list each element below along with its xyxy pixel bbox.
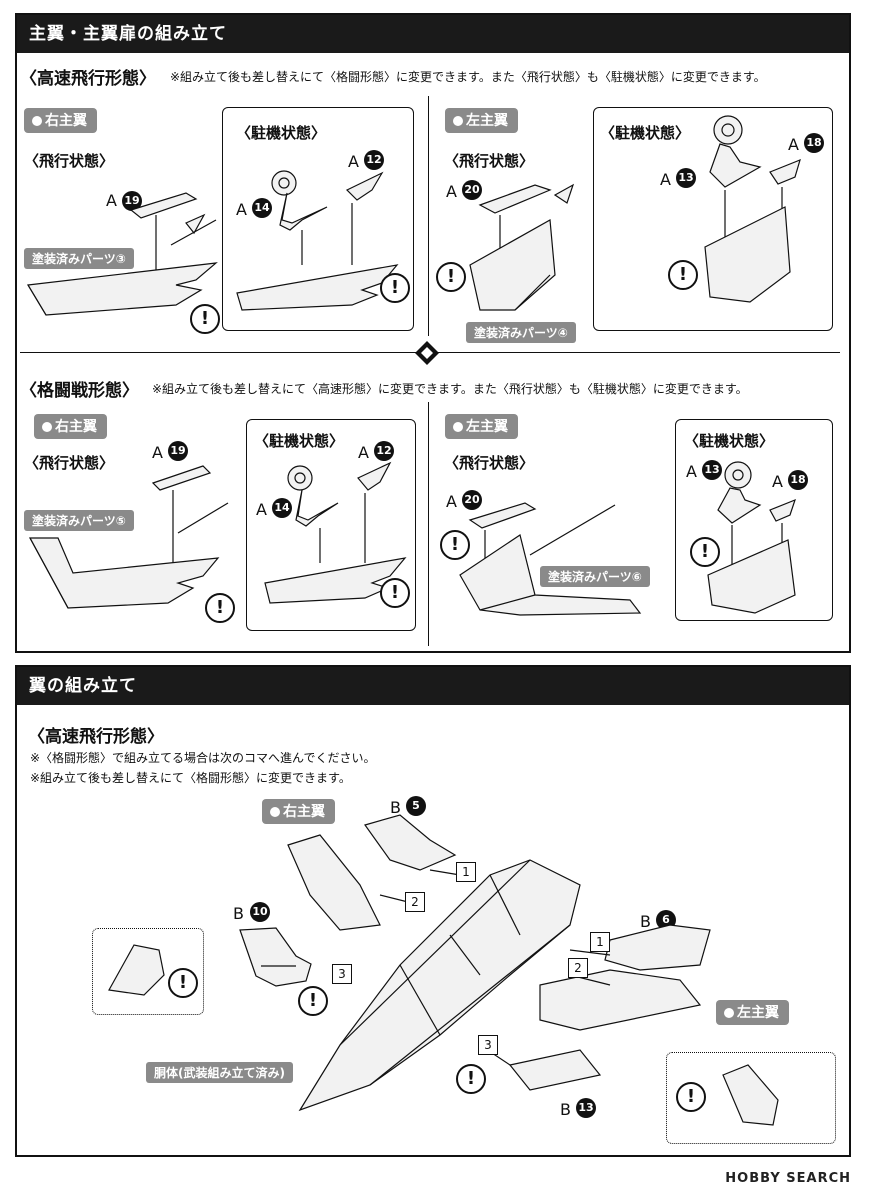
part-number-badge: 19 (168, 441, 188, 461)
part-prefix: A (152, 443, 163, 462)
warning-icon: ! (668, 260, 698, 290)
part-number-badge: 18 (788, 470, 808, 490)
warning-icon: ! (205, 593, 235, 623)
part-prefix: A (446, 182, 457, 201)
left-wing-combat-drawing (459, 502, 642, 616)
step-marker: 3 (478, 1035, 498, 1055)
step-marker: 3 (332, 964, 352, 984)
painted-parts-label: 塗装済みパーツ⑤ (24, 510, 134, 531)
painted-parts-label: 塗装済みパーツ③ (24, 248, 134, 269)
swap-diamond-icon (415, 341, 439, 365)
part-number-badge: 14 (252, 198, 272, 218)
part-prefix: B (233, 904, 244, 923)
flight-state-label: 〈飛行状態〉 (24, 152, 115, 170)
wing-assembly-section: 主翼・主翼扉の組み立て (15, 13, 851, 653)
warning-icon: ! (168, 968, 198, 998)
flight-state-label: 〈飛行状態〉 (24, 454, 115, 472)
instruction-note: ※〈格闘形態〉で組み立てる場合は次のコマへ進んでください。 (30, 751, 376, 765)
painted-parts-label: 塗装済みパーツ⑥ (540, 566, 650, 587)
left-wing-label: 左主翼 (445, 414, 518, 439)
warning-icon: ! (380, 273, 410, 303)
part-prefix: A (686, 462, 697, 481)
part-prefix: A (236, 200, 247, 219)
part-prefix: A (660, 170, 671, 189)
right-wing-label: 右主翼 (262, 799, 335, 824)
step-marker: 1 (590, 932, 610, 952)
watermark: HOBBY SEARCH (725, 1171, 851, 1186)
warning-icon: ! (456, 1064, 486, 1094)
detail-inset-drawing (108, 944, 165, 996)
parked-state-label: 〈駐機状態〉 (684, 432, 775, 450)
right-wing-label: 右主翼 (34, 414, 107, 439)
part-number-badge: 19 (122, 191, 142, 211)
part-number-badge: 13 (576, 1098, 596, 1118)
step-marker: 2 (405, 892, 425, 912)
part-prefix: A (772, 472, 783, 491)
section-title: 主翼・主翼扉の組み立て (17, 15, 849, 53)
right-wing-parked-drawing (236, 170, 399, 311)
part-prefix: B (390, 798, 401, 817)
body-label: 胴体(武装組み立て済み) (146, 1062, 293, 1083)
parked-state-label: 〈駐機状態〉 (254, 432, 345, 450)
part-number-badge: 20 (462, 180, 482, 200)
mode-label-high-speed: 〈高速飛行形態〉 (20, 69, 156, 89)
part-prefix: A (348, 152, 359, 171)
mode-label-combat: 〈格闘戦形態〉 (20, 381, 139, 401)
warning-icon: ! (690, 537, 720, 567)
warning-icon: ! (676, 1082, 706, 1112)
part-number-badge: 14 (272, 498, 292, 518)
wing-build-section: 翼の組み立て (15, 665, 851, 1157)
part-number-badge: 18 (804, 133, 824, 153)
part-number-badge: 12 (374, 441, 394, 461)
parked-state-label: 〈駐機状態〉 (236, 124, 327, 142)
parked-state-label: 〈駐機状態〉 (600, 124, 691, 142)
detail-inset-drawing (722, 1064, 779, 1126)
left-wing-label: 左主翼 (716, 1000, 789, 1025)
part-prefix: A (106, 191, 117, 210)
right-wing-combat-drawing (28, 465, 229, 609)
part-prefix: A (256, 500, 267, 519)
jet-assembly-drawing (287, 814, 711, 1112)
part-number-badge: 5 (406, 796, 426, 816)
part-number-badge: 13 (702, 460, 722, 480)
left-wing-parked-drawing (704, 115, 801, 303)
vertical-divider (428, 96, 429, 336)
part-number-badge: 13 (676, 168, 696, 188)
right-wing-label: 右主翼 (24, 108, 97, 133)
left-wing-label: 左主翼 (445, 108, 518, 133)
painted-parts-label: 塗装済みパーツ④ (466, 322, 576, 343)
step-marker: 2 (568, 958, 588, 978)
mode-note-combat: ※組み立て後も差し替えにて〈高速形態〉に変更できます。また〈飛行状態〉も〈駐機状… (152, 382, 748, 396)
part-prefix: A (358, 443, 369, 462)
b10-part-drawing (239, 927, 312, 987)
part-number-badge: 12 (364, 150, 384, 170)
warning-icon: ! (380, 578, 410, 608)
warning-icon: ! (440, 530, 470, 560)
part-number-badge: 10 (250, 902, 270, 922)
part-prefix: A (788, 135, 799, 154)
left-wing-combat-parked-drawing (707, 461, 796, 614)
instruction-note: ※組み立て後も差し替えにて〈格闘形態〉に変更できます。 (30, 771, 351, 785)
part-prefix: B (560, 1100, 571, 1119)
warning-icon: ! (190, 304, 220, 334)
part-prefix: A (446, 492, 457, 511)
right-wing-combat-parked-drawing (264, 461, 407, 604)
section-title: 翼の組み立て (17, 667, 849, 705)
flight-state-label: 〈飛行状態〉 (444, 454, 535, 472)
mode-label-high-speed: 〈高速飛行形態〉 (28, 727, 164, 747)
step-marker: 1 (456, 862, 476, 882)
warning-icon: ! (298, 986, 328, 1016)
mode-note-high-speed: ※組み立て後も差し替えにて〈格闘形態〉に変更できます。また〈飛行状態〉も〈駐機状… (170, 70, 766, 84)
left-wing-flight-drawing (469, 183, 575, 311)
vertical-divider (428, 402, 429, 646)
part-prefix: B (640, 912, 651, 931)
right-wing-flight-drawing (27, 192, 218, 316)
flight-state-label: 〈飛行状態〉 (444, 152, 535, 170)
part-number-badge: 20 (462, 490, 482, 510)
warning-icon: ! (436, 262, 466, 292)
